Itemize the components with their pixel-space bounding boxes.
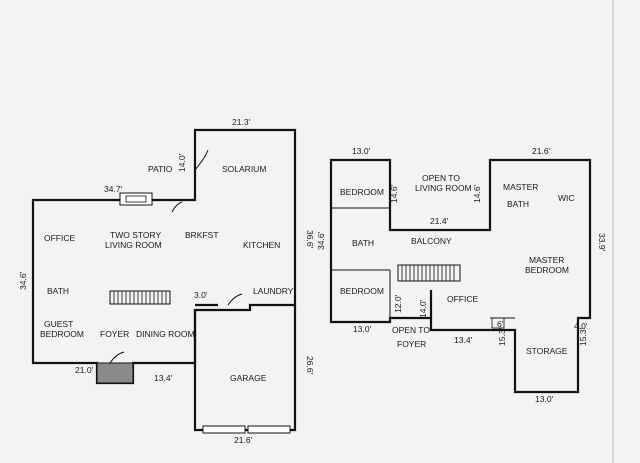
garage-outline	[193, 305, 297, 432]
room-solarium: SOLARIUM	[222, 164, 266, 174]
dim-stair-depth: 12.0'	[393, 294, 403, 313]
dim-open-width: 21.4'	[430, 216, 449, 226]
dim-right-depth-upper: 33.9'	[597, 233, 607, 252]
room-open-to: OPEN TO	[422, 173, 460, 183]
room-master-bedroom: BEDROOM	[525, 265, 569, 275]
dim-small: 3.0'	[194, 290, 208, 300]
dim-patio-width: 34.7'	[104, 184, 123, 194]
room-guest: GUEST	[44, 319, 73, 329]
room-patio: PATIO	[148, 164, 173, 174]
room-master: MASTER	[503, 182, 538, 192]
room-dining-room: DINING ROOM	[136, 329, 195, 339]
second-floor-outline	[329, 158, 592, 394]
room-balcony: BALCONY	[411, 236, 452, 246]
patio-window	[119, 192, 153, 206]
first-floor-plan: PATIO SOLARIUM OFFICE TWO STORY LIVING R…	[18, 117, 315, 445]
room-office: OFFICE	[44, 233, 75, 243]
dim-left-depth-upper: 34.6'	[316, 231, 326, 250]
dim-top-width: 21.3'	[232, 117, 251, 127]
room-wic: WIC	[558, 193, 575, 203]
dim-front-right: 13.4'	[154, 373, 173, 383]
room-kitchen: KITCHEN	[243, 240, 280, 250]
dim-right-depth: 36.6'	[305, 230, 315, 249]
dim-office-depth: 14.0'	[418, 299, 428, 318]
room-guest-bedroom: BEDROOM	[40, 329, 84, 339]
dim-office-width: 13.4'	[454, 335, 473, 345]
dim-front-porch: 21.0'	[75, 365, 94, 375]
dim-open-left: 14.6'	[389, 184, 399, 203]
room-garage: GARAGE	[230, 373, 267, 383]
closet-box	[491, 317, 505, 329]
door-arc	[171, 201, 183, 213]
staircase	[109, 290, 171, 305]
room-open-to-foyer-1: OPEN TO	[392, 325, 430, 335]
laundry-door-arc	[227, 293, 243, 306]
room-master2: MASTER	[529, 255, 564, 265]
room-bedroom-top: BEDROOM	[340, 187, 384, 197]
garage-door-left	[202, 425, 246, 434]
room-open-living: LIVING ROOM	[415, 183, 472, 193]
dim-bedroom-width: 13.0'	[352, 146, 371, 156]
dim-left-depth: 34.6'	[18, 271, 28, 290]
dim-open-right: 14.6'	[472, 184, 482, 203]
room-brkfst: BRKFST	[185, 230, 219, 240]
dim-master-width: 21.6'	[532, 146, 551, 156]
room-storage: STORAGE	[526, 346, 568, 356]
dim-small-6: 6'	[497, 319, 504, 329]
patio-window-inner	[125, 195, 147, 203]
staircase-upper	[397, 264, 461, 282]
room-foyer: FOYER	[100, 329, 129, 339]
dim-storage-right: 15.3'	[578, 327, 588, 346]
front-porch	[96, 362, 134, 384]
room-two-story: TWO STORY	[110, 230, 161, 240]
garage-door-right	[247, 425, 291, 434]
room-living-room: LIVING ROOM	[105, 240, 162, 250]
room-office-upper: OFFICE	[447, 294, 478, 304]
room-bath-upper: BATH	[352, 238, 374, 248]
room-bedroom-bottom: BEDROOM	[340, 286, 384, 296]
front-door-arc	[109, 351, 125, 364]
patio-door-arc	[194, 149, 209, 171]
room-laundry: LAUNDRY	[253, 286, 294, 296]
room-open-to-foyer-2: FOYER	[397, 339, 426, 349]
second-floor-plan: BEDROOM OPEN TO LIVING ROOM MASTER BATH …	[316, 146, 607, 404]
dim-garage-depth: 26.6'	[305, 356, 315, 375]
dim-storage-left: 15.3'	[497, 327, 507, 346]
dim-storage-width: 13.0'	[535, 394, 554, 404]
dim-patio-depth: 14.0'	[177, 153, 187, 172]
dim-bottom-left: 13.0'	[353, 324, 372, 334]
room-master-bath: BATH	[507, 199, 529, 209]
dim-garage-width: 21.6'	[234, 435, 253, 445]
room-bath: BATH	[47, 286, 69, 296]
dim-closet: 4.0'	[574, 321, 588, 331]
